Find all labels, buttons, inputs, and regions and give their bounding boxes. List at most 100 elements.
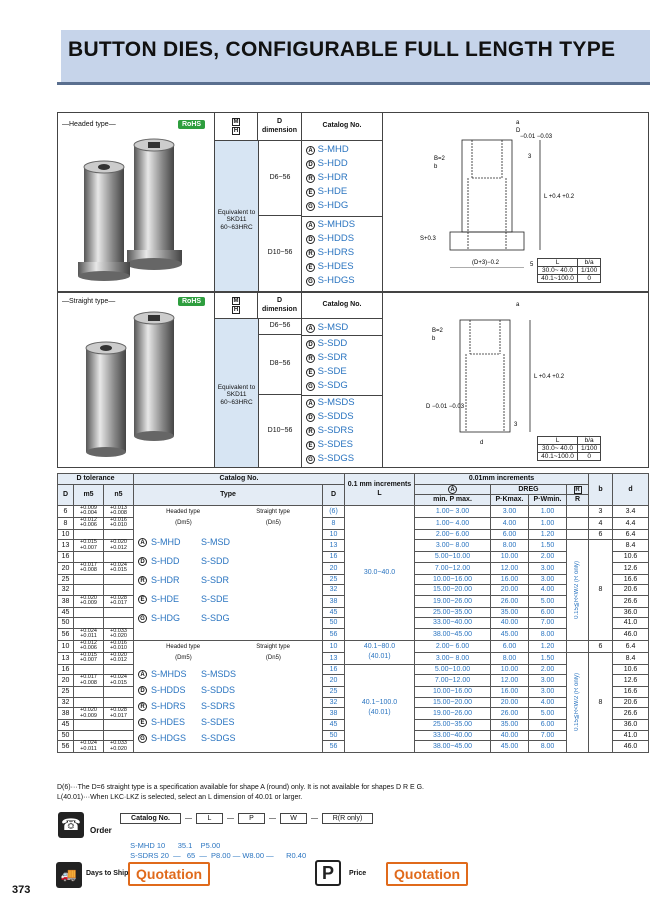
m5-tol: +0.020 +0.009	[73, 707, 104, 720]
b-value: 3	[588, 504, 613, 518]
m5-tol: +0.017 +0.008	[73, 561, 104, 575]
d-size: 45	[322, 606, 345, 618]
straight-type-label: Straight type	[256, 643, 290, 650]
order-example-2: S-SDRS 20 — 65 — P8.00 — W8.00 — R0.40	[130, 851, 307, 860]
shape-code: R	[138, 575, 147, 585]
m5-tol: +0.024 +0.011	[73, 740, 104, 753]
d-size: 50	[322, 729, 345, 741]
headed-drawing: bB=2 aD−0.01 −0.03 L +0.4 +0.2 S+0.3 (D+…	[420, 120, 575, 268]
list-item: R S-SDRS	[306, 424, 355, 438]
p-range: 1.00~ 4.00	[414, 516, 491, 530]
list-item: R S-HDR	[306, 171, 382, 185]
d-value: 38	[57, 594, 74, 608]
d-hole: 3.4	[612, 504, 649, 518]
d-hole: 41.0	[612, 617, 649, 629]
svg-text:L +0.4 +0.2: L +0.4 +0.2	[534, 374, 565, 380]
dn5-label: (Dn5)	[265, 519, 281, 526]
d-size: 45	[322, 719, 345, 731]
n5-tol	[103, 584, 134, 596]
straight-drawing: bB=2 a L +0.4 +0.2 D −0.01 −0.03 d 3	[426, 302, 565, 446]
straight-catalog-code: S-SDES	[201, 716, 235, 727]
d-hole: 6.4	[612, 528, 649, 540]
pk-max: 10.00	[490, 663, 529, 675]
d-size: 8	[322, 516, 345, 530]
range-cell: D6~56	[258, 319, 302, 335]
pk-max: 12.00	[490, 561, 529, 575]
d-hole: 8.4	[612, 651, 649, 665]
svg-text:3: 3	[514, 422, 518, 428]
b-header: b	[588, 473, 613, 506]
n5-tol	[103, 686, 134, 698]
list-item: G S-SDGS	[306, 452, 355, 466]
pk-max: 8.00	[490, 651, 529, 665]
n5-tol	[103, 573, 134, 585]
p-range: 2.00~ 6.00	[414, 528, 491, 540]
divider	[302, 335, 382, 336]
pw-min: 8.00	[528, 740, 567, 753]
headed-product-image	[78, 138, 182, 281]
headed-section	[57, 112, 649, 292]
d-size: 10	[322, 639, 345, 653]
pk-max: 45.00	[490, 627, 529, 641]
pw-min: 1.00	[528, 516, 567, 530]
headed-catalog-code: S-HDR	[151, 574, 180, 585]
pw-min: 6.00	[528, 606, 567, 618]
pk-max: 35.00	[490, 606, 529, 618]
increments-header: 0.01mm increments	[414, 473, 589, 485]
pw-min: 1.20	[528, 528, 567, 540]
d-col-header: D	[57, 483, 74, 506]
d-value: 10	[57, 528, 74, 540]
dn5-label: (Dn5)	[265, 654, 281, 661]
m5-tol	[73, 663, 104, 675]
straight-catalog-code: S-SDD	[201, 555, 230, 566]
page-number: 373	[12, 884, 31, 896]
r-note: 0.15≦R<W/2 (R only)	[574, 560, 580, 619]
m5-tol	[73, 686, 104, 698]
m5-tol	[73, 617, 104, 629]
list-item: E S-HDES	[306, 260, 382, 274]
d-hole: 12.6	[612, 674, 649, 687]
d-size: 16	[322, 551, 345, 563]
list-item: E S-HDE	[306, 185, 382, 199]
r-empty	[566, 516, 589, 530]
pw-min: 5.00	[528, 707, 567, 720]
shape-code: R	[138, 701, 147, 711]
p-range: 38.00~45.00	[414, 627, 491, 641]
list-item: E S-SDES	[306, 438, 355, 452]
list-item: D S-SDDS	[306, 410, 355, 424]
p-range: 15.00~20.00	[414, 696, 491, 708]
d-value: 38	[57, 707, 74, 720]
m5-tol: +0.017 +0.008	[73, 674, 104, 687]
b-value: 6	[588, 528, 613, 540]
d-hole: 46.0	[612, 627, 649, 641]
pw-min: 3.00	[528, 561, 567, 575]
note-l4001: L(40.01)···When LKC·LKZ is selected, sel…	[57, 794, 303, 801]
order-header-table: Catalog No. — L — P — W — R(R only)	[120, 813, 373, 824]
b-value: 4	[588, 516, 613, 530]
material-column	[215, 141, 258, 291]
dm5-dn5-labels: (Dm5)(Dn5)	[138, 519, 318, 528]
d-size: 20	[322, 674, 345, 687]
m5-tol	[73, 696, 104, 708]
m5-tol: +0.012 +0.006	[73, 639, 104, 653]
b-value: 6	[588, 639, 613, 653]
pw-min: 4.00	[528, 696, 567, 708]
list-item: G S-HDGS	[306, 274, 382, 288]
n5-tol: +0.020 +0.012	[103, 539, 134, 552]
pk-max: 20.00	[490, 696, 529, 708]
range-cell: D10~56	[258, 395, 302, 467]
price-icon: P	[315, 860, 341, 886]
pw-header: P·Wmin.	[528, 494, 567, 506]
